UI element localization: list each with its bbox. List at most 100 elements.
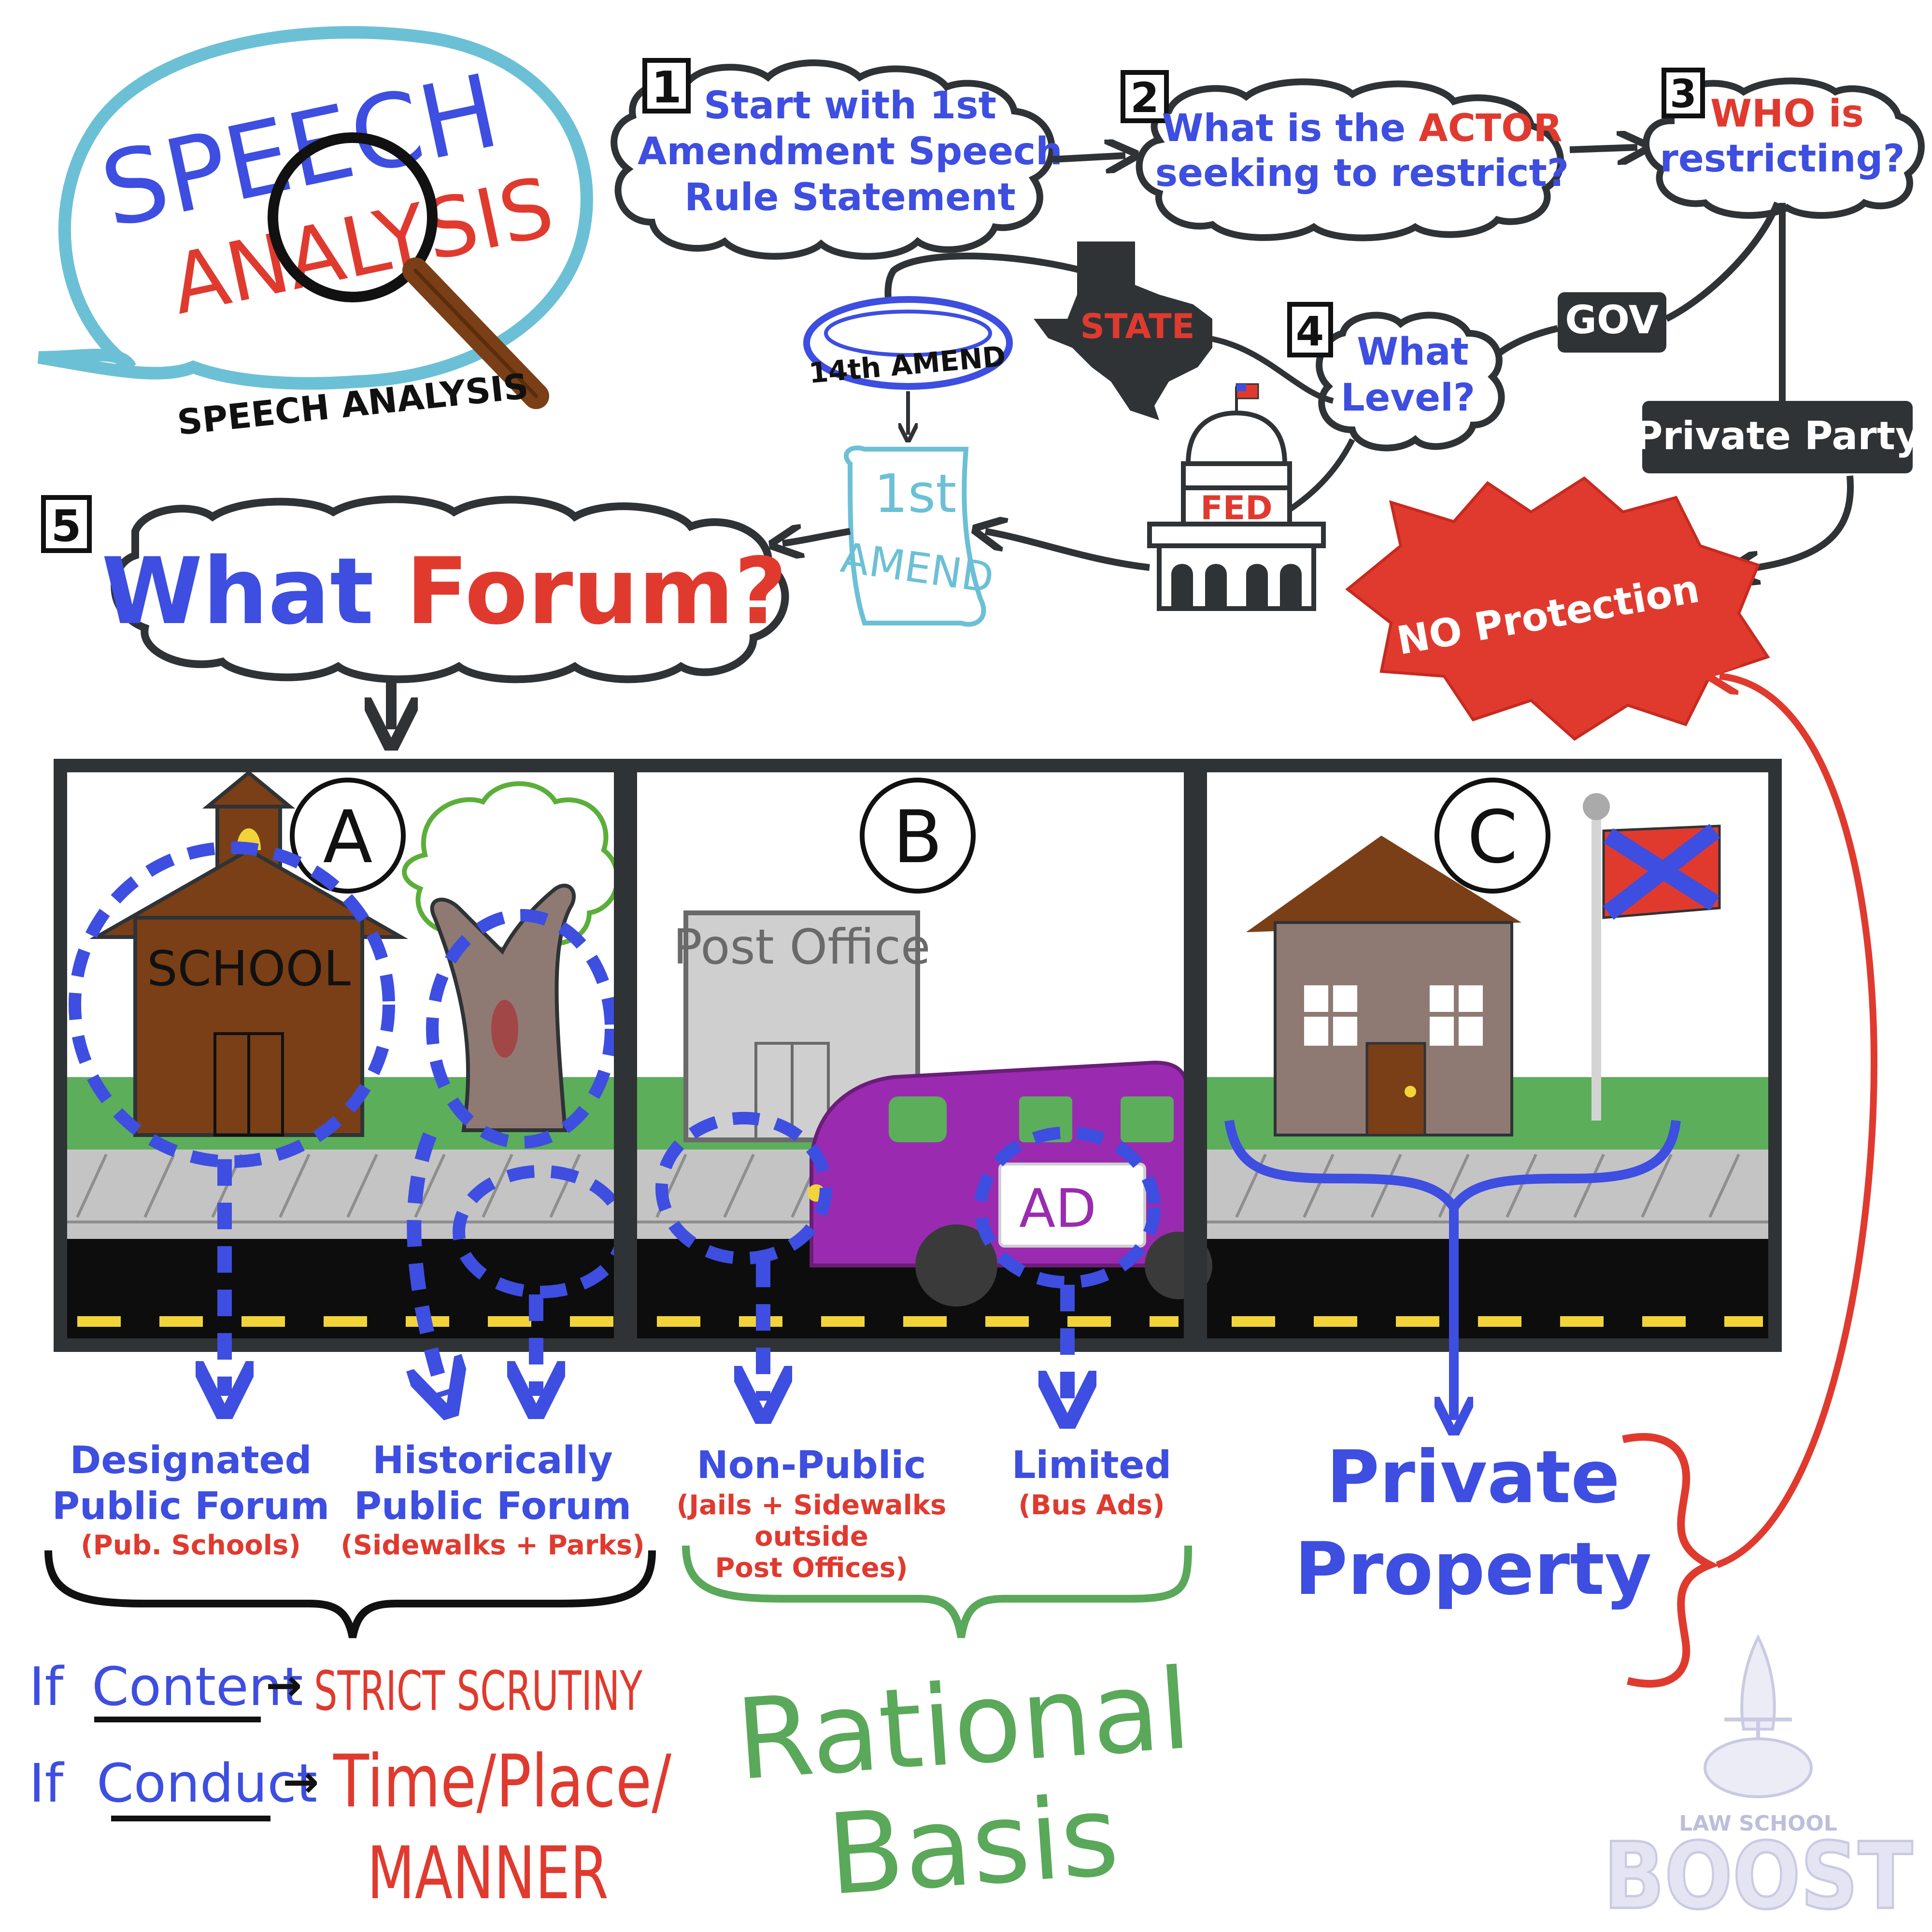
forum-private: Private Property [1294,1435,1652,1611]
brand-big-text: BOOST [1604,1823,1913,1930]
state-label: STATE [1080,307,1194,346]
arrow-historical-park [414,1132,444,1396]
halo-ring [803,296,1013,390]
forum-non-public: Non-Public (Jails + Sidewalks outside Po… [677,1444,947,1584]
forum-designated: Designated Public Forum (Pub. Schools) [52,1439,329,1561]
panel-b-letter: B [893,796,943,880]
step-2-line-1: What is the ACTOR [1162,107,1562,150]
forum-historical-example: (Sidewalks + Parks) [341,1530,645,1561]
brand-logo: LAW SCHOOL BOOST [1603,1634,1914,1931]
step-4-line-2: Level? [1341,376,1475,420]
capitol-roof [1147,522,1326,548]
panel-a-frame [54,759,627,1352]
bus-window-3 [1121,1096,1174,1142]
speech-bubble [37,26,593,390]
arrow-step2-to-step3 [1569,147,1637,150]
forum-limited: Limited (Bus Ads) [1012,1444,1171,1521]
step-3-box: 3 WHO is restricting? [1643,68,1925,219]
step-3-line-1: WHO is [1710,92,1864,136]
step-5-number: 5 [51,501,82,552]
gov-label-text: GOV [1565,298,1659,342]
step-1-line-2: Amendment Speech [638,130,1063,173]
rule-content-word: Content [92,1656,303,1718]
brace-private-property [1622,1433,1719,1688]
bell-tower-roof [202,770,296,809]
no-protection-burst [1345,476,1770,741]
forum-designated-name-2: Public Forum [52,1485,329,1528]
state-map: STATE [1034,242,1212,420]
panel-a-letter: A [323,796,373,880]
arrow-fed-to-1st-amend [985,531,1150,571]
speech-analysis-logo: SPEECH ANALYSIS SPEECH ANALYSIS [37,26,593,443]
step-5-number-box [41,495,92,553]
panel-c-letter-circle [1435,778,1550,894]
rule-rational-basis: Rational Basis [732,1645,1194,1920]
tree-knot [491,1000,518,1058]
halo-ring-inner [824,310,992,357]
step-4-box: 4 What Level? [1287,302,1505,452]
rule-content-if: If [29,1656,64,1718]
step-5-question: What Forum? [101,538,787,645]
federal-capitol: FED [1147,383,1326,611]
brace-nonpublic-forums [682,1545,1192,1638]
step-1-box: 1 Start with 1st Amendment Speech Rule S… [611,58,1063,260]
gov-label: GOV [1558,292,1666,353]
panel-a: SCHOOL A [69,770,629,1298]
arrow-1st-amend-to-what-forum [782,531,851,543]
rule-strict-scrutiny: STRICT SCRUTINY [314,1660,642,1723]
panel-b: Post Office B AD [655,778,1212,1307]
step-3-number: 3 [1670,71,1697,116]
forum-designated-name-1: Designated [70,1439,312,1482]
rational-basis-line-1: Rational [732,1645,1194,1805]
forum-limited-example: (Bus Ads) [1018,1490,1165,1521]
step-2-cloud [1136,78,1564,242]
panel-c: C [1224,778,1721,1216]
forum-private-name-1: Private [1326,1435,1620,1520]
rule-conduct-if: If [29,1752,64,1814]
step-2-line-2: seeking to restrict? [1155,152,1569,195]
forum-historical: Historically Public Forum (Sidewalks + P… [341,1439,645,1561]
forum-highlight-bus-ad [974,1126,1161,1289]
step-1-line-1: Start with 1st [704,84,996,128]
panel-a-letter-circle [290,778,406,894]
brace-public-forums [44,1550,656,1638]
forum-non-public-example-3: Post Offices) [715,1552,908,1584]
forum-historical-name-2: Public Forum [354,1485,631,1528]
forum-non-public-example-2: outside [754,1521,868,1552]
step-5-box: 5 What Forum? [41,495,789,683]
panel-b-frame [624,759,1197,1352]
private-party-label: Private Party [1634,401,1920,473]
capitol-drum [1181,461,1292,490]
rule-conduct-arrow: → [283,1757,319,1807]
connector-step4-to-state [1207,335,1334,404]
rule-content-arrow: → [266,1660,302,1711]
step-4-number: 4 [1296,308,1324,355]
brain-cloud-icon [1704,1737,1813,1798]
step-2-number: 2 [1130,74,1159,122]
step-5-forum: Forum? [406,538,787,645]
flag-c-cross [1603,824,1720,920]
step-3-number-box [1662,68,1705,118]
step-4-number-box [1287,302,1333,357]
step-4-line-1: What [1357,330,1469,374]
forum-private-name-2: Property [1294,1527,1652,1611]
forum-non-public-example-1: (Jails + Sidewalks [677,1490,947,1521]
step-5-cloud [111,495,789,683]
step-1-line-3: Rule Statement [684,176,1016,219]
first-amendment-top: 1st [874,463,956,525]
bus-ad-text: AD [1019,1178,1096,1239]
capitol-arches [1171,564,1302,609]
bus-ad-panel [998,1163,1146,1248]
rule-content: If Content → STRICT SCRUTINY [29,1656,642,1723]
bus-wheel-front [915,1224,997,1307]
house-door-knob [1405,1086,1416,1097]
rule-conduct-word: Conduct [97,1752,317,1814]
private-party-label-box [1642,401,1913,473]
bus-window-1 [889,1096,947,1142]
school-sign: SCHOOL [147,940,351,997]
connector-step3-to-gov [1664,201,1781,322]
step-1-number: 1 [652,62,682,113]
step-1-number-box [642,58,691,114]
step-2-line-1-start: What is the [1162,107,1419,150]
